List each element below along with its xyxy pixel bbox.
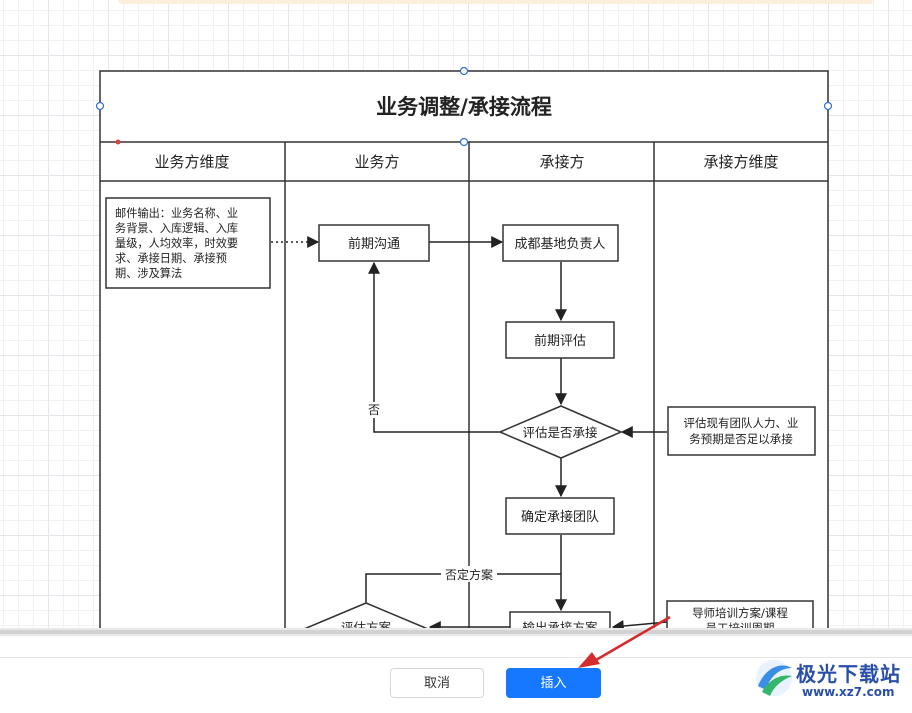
note-email-line-1: 邮件输出：业务名称、业 — [115, 206, 238, 220]
note-team-line-2: 务预期是否足以承接 — [689, 432, 793, 446]
node-early-communication-label: 前期沟通 — [348, 236, 400, 252]
selection-handles[interactable] — [95, 66, 833, 147]
horizontal-scrollbar[interactable] — [0, 628, 912, 636]
node-early-communication[interactable]: 前期沟通 — [318, 224, 430, 262]
handle-bottom — [459, 137, 469, 147]
scrollbar-thumb[interactable] — [0, 630, 912, 634]
node-confirm-team-label: 确定承接团队 — [521, 509, 599, 525]
node-early-evaluation-label: 前期评估 — [534, 333, 586, 349]
watermark-logo-icon — [756, 660, 792, 696]
swimlane-pool[interactable] — [99, 70, 829, 632]
insert-button[interactable]: 插入 — [506, 668, 601, 698]
note-team-capacity[interactable]: 评估现有团队人力、业 务预期是否足以承接 — [667, 406, 816, 456]
watermark-url: www.xz7.com — [802, 685, 895, 699]
edge-label-no-group: 否 — [365, 402, 383, 418]
handle-left — [95, 101, 105, 111]
note-email-line-4: 求、承接日期、承接预 — [115, 252, 227, 265]
note-training-line-1: 导师培训方案/课程 — [692, 606, 788, 620]
lane-header-business: 业务方 — [354, 153, 399, 171]
diagram-title: 业务调整/承接流程 — [376, 95, 552, 119]
node-confirm-team[interactable]: 确定承接团队 — [505, 497, 615, 535]
watermark-title: 极光下载站 — [796, 662, 901, 686]
edge-label-reject-plan: 否定方案 — [445, 567, 493, 582]
note-training-line-2: 员工培训周期 — [706, 621, 775, 632]
node-chengdu-lead-label: 成都基地负责人 — [514, 237, 605, 252]
note-email-line-5: 期、涉及算法 — [115, 266, 182, 280]
handle-top — [459, 66, 469, 76]
top-banner — [118, 0, 874, 4]
lane-header-receiver-dimension: 承接方维度 — [703, 153, 778, 171]
edge-label-no: 否 — [368, 403, 380, 417]
note-email-output[interactable]: 邮件输出：业务名称、业 务背景、入库逻辑、入库 量级，人均效率，时效要 求、承接… — [105, 197, 271, 289]
anchor-point — [115, 139, 121, 145]
note-training[interactable]: 导师培训方案/课程 员工培训周期 — [666, 600, 814, 632]
footer-divider — [0, 657, 912, 658]
node-chengdu-lead[interactable]: 成都基地负责人 — [502, 224, 619, 262]
cancel-button[interactable]: 取消 — [390, 668, 484, 698]
note-team-line-1: 评估现有团队人力、业 — [684, 416, 799, 430]
diagram-canvas[interactable]: 业务调整/承接流程 业务方维度 业务方 承接方 承接方维度 邮件输出：业务名称、… — [0, 0, 912, 632]
node-decision-accept-label: 评估是否承接 — [522, 425, 598, 440]
lane-header-business-dimension: 业务方维度 — [154, 153, 229, 171]
edge-label-reject-group: 否定方案 — [441, 566, 497, 582]
connector-decision-no — [368, 261, 500, 433]
watermark: 极光下载站 www.xz7.com — [752, 654, 912, 710]
note-email-line-2: 务背景、入库逻辑、入库 — [115, 221, 238, 235]
node-early-evaluation[interactable]: 前期评估 — [505, 321, 615, 359]
note-email-line-3: 量级，人均效率，时效要 — [115, 236, 238, 250]
handle-right — [823, 101, 833, 111]
flowchart[interactable]: 业务调整/承接流程 业务方维度 业务方 承接方 承接方维度 邮件输出：业务名称、… — [0, 0, 912, 632]
node-decision-accept[interactable]: 评估是否承接 — [498, 405, 623, 459]
lane-header-receiver: 承接方 — [539, 153, 584, 171]
